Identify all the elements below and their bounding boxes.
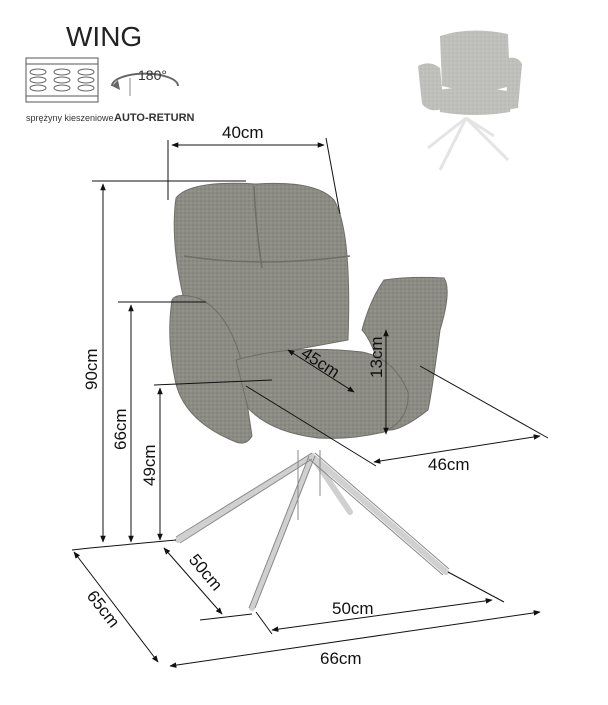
spring-label: sprężyny kieszeniowe	[26, 113, 114, 123]
dim-overall-height: 90cm	[82, 348, 101, 390]
dim-seat-width: 40cm	[222, 123, 264, 142]
rotation-value: 180°	[138, 67, 167, 83]
product-title: WING	[66, 21, 142, 52]
pocket-spring-icon	[25, 57, 99, 103]
chair-illustration	[169, 182, 450, 611]
dim-armrest-height: 66cm	[111, 408, 130, 450]
dim-base-leg: 50cm	[185, 550, 226, 594]
rotation-arrow-icon	[111, 72, 179, 96]
dim-arm-above-seat: 13cm	[367, 336, 386, 378]
chair-base-legs	[175, 453, 449, 611]
dim-seat-span: 46cm	[428, 455, 470, 474]
dim-overall-width: 66cm	[320, 649, 362, 668]
auto-return-label: AUTO-RETURN	[114, 112, 195, 124]
dim-base-width: 50cm	[332, 599, 374, 618]
chair-thumbnail	[418, 30, 522, 171]
dim-seat-height: 49cm	[140, 444, 159, 486]
dimension-lines	[71, 137, 549, 668]
